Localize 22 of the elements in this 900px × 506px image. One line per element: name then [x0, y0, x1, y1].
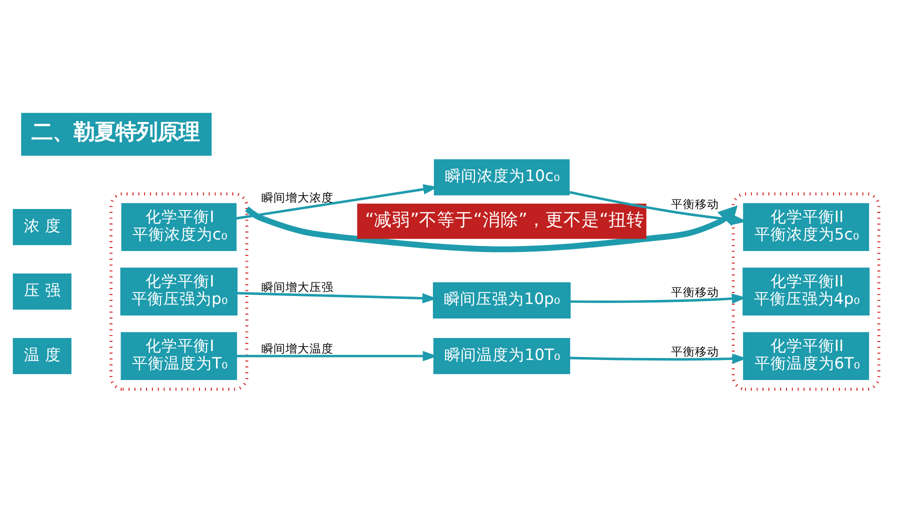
cluster — [110, 192, 248, 391]
node-box: 瞬间压强为10p₀ — [432, 282, 571, 318]
edge-label: 瞬间增大浓度 — [261, 190, 334, 204]
node-box: 化学平衡I 平衡温度为T₀ — [120, 332, 238, 380]
edge-label: 平衡移动 — [670, 285, 719, 300]
arrow — [244, 205, 738, 252]
node-box: 瞬间浓度为10c₀ — [434, 159, 570, 196]
node-box: 浓 度 — [12, 209, 72, 246]
node-box: 化学平衡II 平衡温度为6T₀ — [743, 332, 870, 380]
edge-label: 瞬间增大压强 — [261, 280, 334, 294]
node-box: 化学平衡I 平衡浓度为c₀ — [121, 203, 237, 252]
node-box: 瞬间温度为10T₀ — [433, 338, 570, 374]
node-box: 化学平衡I 平衡压强为p₀ — [120, 268, 238, 316]
node-box: 化学平衡II 平衡浓度为5c₀ — [743, 203, 870, 252]
node-box: 温 度 — [12, 338, 72, 374]
edge-label: 平衡移动 — [670, 344, 719, 359]
node-box: 化学平衡II 平衡压强为4p₀ — [742, 268, 870, 316]
node-box: 压 强 — [12, 274, 72, 310]
diagram-title: 二、勒夏特列原理 — [31, 120, 200, 145]
edge-label: “减弱”不等于“消除”，更不是“扭转 — [365, 210, 645, 231]
edge-label: 平衡移动 — [670, 197, 719, 212]
edge-label: 瞬间增大温度 — [261, 342, 334, 356]
